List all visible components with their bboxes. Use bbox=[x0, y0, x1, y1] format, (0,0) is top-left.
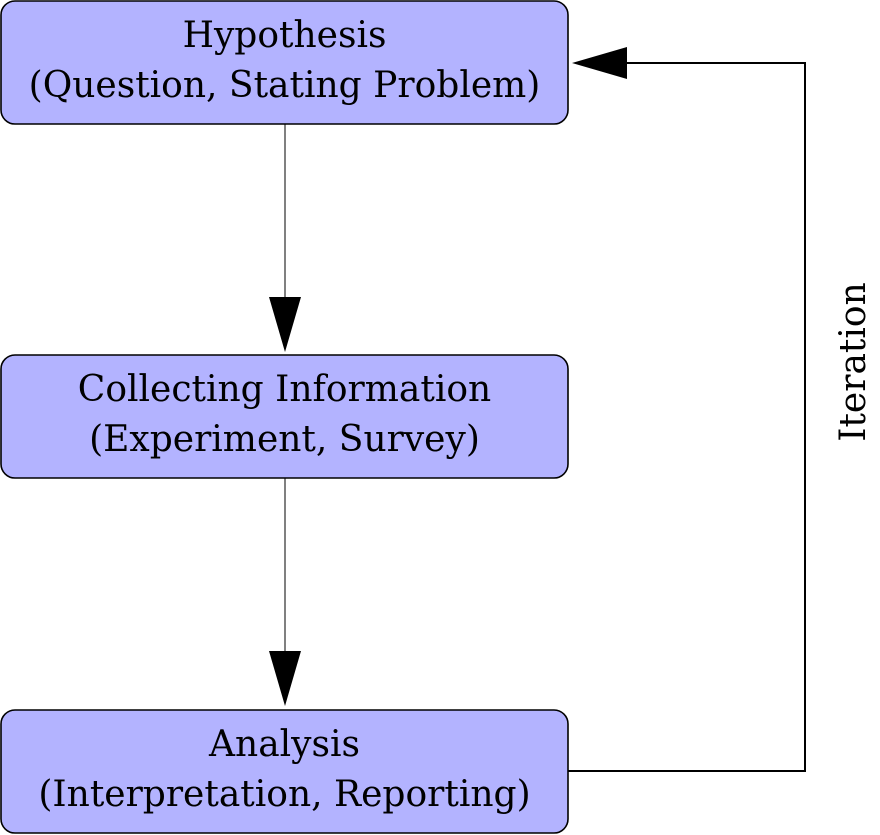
node-hypothesis: Hypothesis (Question, Stating Problem) bbox=[0, 0, 569, 125]
node-collecting-information-subtitle: (Experiment, Survey) bbox=[89, 419, 480, 460]
node-hypothesis-title: Hypothesis bbox=[183, 15, 387, 56]
node-analysis-subtitle: (Interpretation, Reporting) bbox=[38, 774, 530, 815]
arrowhead-down-icon bbox=[269, 297, 301, 352]
edge-collecting-to-analysis bbox=[269, 478, 301, 706]
edge-iteration-line bbox=[568, 62, 806, 772]
edge-iteration-label: Iteration bbox=[833, 282, 874, 442]
node-analysis: Analysis (Interpretation, Reporting) bbox=[0, 709, 569, 834]
edge-hypothesis-to-collecting bbox=[269, 124, 301, 352]
arrowhead-left-icon bbox=[572, 47, 627, 79]
node-analysis-title: Analysis bbox=[208, 724, 360, 765]
node-collecting-information-title: Collecting Information bbox=[78, 369, 491, 410]
edge-analysis-to-hypothesis: Iteration bbox=[568, 47, 874, 772]
node-collecting-information: Collecting Information (Experiment, Surv… bbox=[0, 354, 569, 479]
node-hypothesis-subtitle: (Question, Stating Problem) bbox=[29, 65, 541, 106]
arrowhead-down-icon bbox=[269, 651, 301, 706]
